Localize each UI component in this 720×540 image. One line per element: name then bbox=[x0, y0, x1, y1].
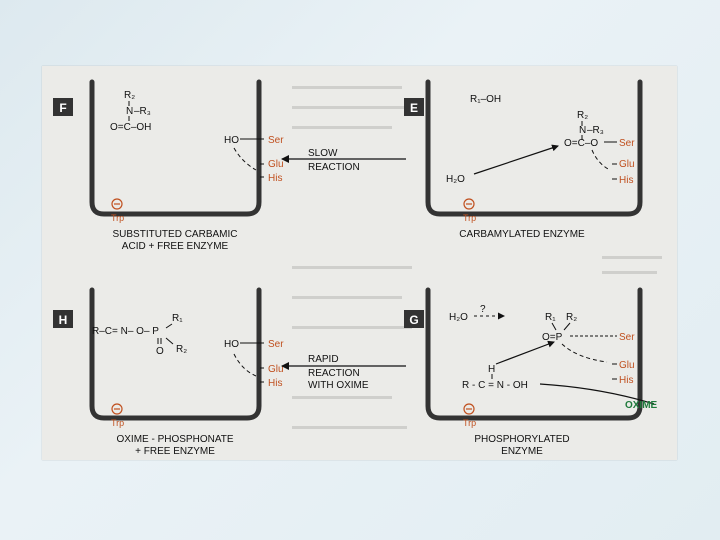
panel-f-label-box bbox=[53, 98, 73, 116]
rapid-label-2: REACTION bbox=[308, 368, 360, 379]
h-his: His bbox=[268, 378, 282, 389]
panel-g: G H₂O ? R₁ R₂ O=P Ser Glu His H R - C = … bbox=[404, 304, 658, 457]
rapid-reaction: RAPID REACTION WITH OXIME bbox=[281, 354, 406, 391]
e-trp: Trp bbox=[463, 213, 476, 223]
g-oxime-attack-arrow bbox=[495, 340, 555, 365]
h-phosphoryl-oxygen: O bbox=[156, 346, 164, 357]
f-r3: –R₃ bbox=[134, 106, 151, 117]
panel-h-letter: H bbox=[59, 313, 68, 327]
rapid-label-1: RAPID bbox=[308, 354, 339, 365]
g-oxime-label: OXIME bbox=[625, 400, 658, 411]
e-his: His bbox=[619, 175, 633, 186]
g-r2: R₂ bbox=[566, 312, 577, 323]
slow-reaction: SLOW REACTION bbox=[281, 148, 406, 173]
f-trp: Trp bbox=[111, 213, 124, 223]
well-g bbox=[425, 287, 643, 421]
f-ho: HO bbox=[224, 135, 239, 146]
e-glu: Glu bbox=[619, 159, 635, 170]
e-minus-charge-icon bbox=[463, 198, 475, 210]
e-carbamoyl: O=C–O bbox=[564, 138, 598, 149]
f-his: His bbox=[268, 173, 282, 184]
slide-figure: F R₂ N –R₃ O=C–OH HO Ser Glu His Trp SUB… bbox=[42, 66, 677, 460]
g-phosphoryl: O=P bbox=[542, 332, 563, 343]
e-water: H₂O bbox=[446, 174, 465, 185]
slow-label-2: REACTION bbox=[308, 162, 360, 173]
e-water-attack-arrow bbox=[473, 144, 559, 175]
f-minus-charge-icon bbox=[111, 198, 123, 210]
panel-f-letter: F bbox=[59, 101, 66, 115]
e-alcohol: R₁–OH bbox=[470, 94, 501, 105]
slow-label-1: SLOW bbox=[308, 148, 338, 159]
g-oxime: R - C = N - OH bbox=[462, 380, 528, 391]
panel-h: H R₁ R–C= N– O– P R₂ O HO Ser Glu His Tr… bbox=[53, 310, 284, 457]
g-minus-charge-icon bbox=[463, 403, 475, 415]
h-caption-2: + FREE ENZYME bbox=[135, 446, 215, 457]
e-r3: –R₃ bbox=[587, 125, 604, 136]
f-glu: Glu bbox=[268, 159, 284, 170]
f-ser: Ser bbox=[268, 135, 284, 146]
e-caption: CARBAMYLATED ENZYME bbox=[459, 229, 585, 240]
g-trp: Trp bbox=[463, 418, 476, 428]
g-question: ? bbox=[480, 304, 486, 315]
well-e bbox=[425, 79, 643, 217]
g-h: H bbox=[488, 364, 495, 375]
panel-e-label-box bbox=[404, 98, 424, 116]
h-glu: Glu bbox=[268, 364, 284, 375]
h-r2: R₂ bbox=[176, 344, 187, 355]
h-trp: Trp bbox=[111, 418, 124, 428]
h-caption-1: OXIME - PHOSPHONATE bbox=[116, 434, 233, 445]
h-ser: Ser bbox=[268, 339, 284, 350]
e-n: N bbox=[579, 125, 586, 136]
well-f bbox=[89, 79, 262, 217]
h-ho: HO bbox=[224, 339, 239, 350]
h-r1: R₁ bbox=[172, 313, 183, 324]
well-h bbox=[89, 287, 262, 421]
e-ser: Ser bbox=[619, 138, 635, 149]
rapid-label-3: WITH OXIME bbox=[308, 380, 369, 391]
panel-h-label-box bbox=[53, 310, 73, 328]
f-n: N bbox=[126, 106, 133, 117]
h-oxime-phosphonate: R–C= N– O– P bbox=[92, 326, 159, 337]
g-his: His bbox=[619, 375, 633, 386]
g-water: H₂O bbox=[449, 312, 468, 323]
mechanism-diagram: F R₂ N –R₃ O=C–OH HO Ser Glu His Trp SUB… bbox=[53, 79, 662, 457]
g-r1: R₁ bbox=[545, 312, 556, 323]
g-caption-1: PHOSPHORYLATED bbox=[474, 434, 569, 445]
background-texture bbox=[292, 86, 662, 429]
h-minus-charge-icon bbox=[111, 403, 123, 415]
panel-f: F R₂ N –R₃ O=C–OH HO Ser Glu His Trp SUB… bbox=[53, 90, 284, 252]
g-caption-2: ENZYME bbox=[501, 446, 543, 457]
f-caption-2: ACID + FREE ENZYME bbox=[122, 241, 229, 252]
f-carbamic-acid: O=C–OH bbox=[110, 122, 151, 133]
panel-g-label-box bbox=[404, 310, 424, 328]
e-r2: R₂ bbox=[577, 110, 588, 121]
g-oxime-pointer-line bbox=[539, 383, 655, 405]
panel-g-letter: G bbox=[409, 313, 418, 327]
f-r2: R₂ bbox=[124, 90, 135, 101]
f-caption-1: SUBSTITUTED CARBAMIC bbox=[112, 229, 237, 240]
panel-e-letter: E bbox=[410, 101, 418, 115]
panel-e: E R₁–OH R₂ N –R₃ O=C–O Ser Glu His H₂O T… bbox=[404, 94, 635, 240]
g-ser: Ser bbox=[619, 332, 635, 343]
g-glu: Glu bbox=[619, 360, 635, 371]
